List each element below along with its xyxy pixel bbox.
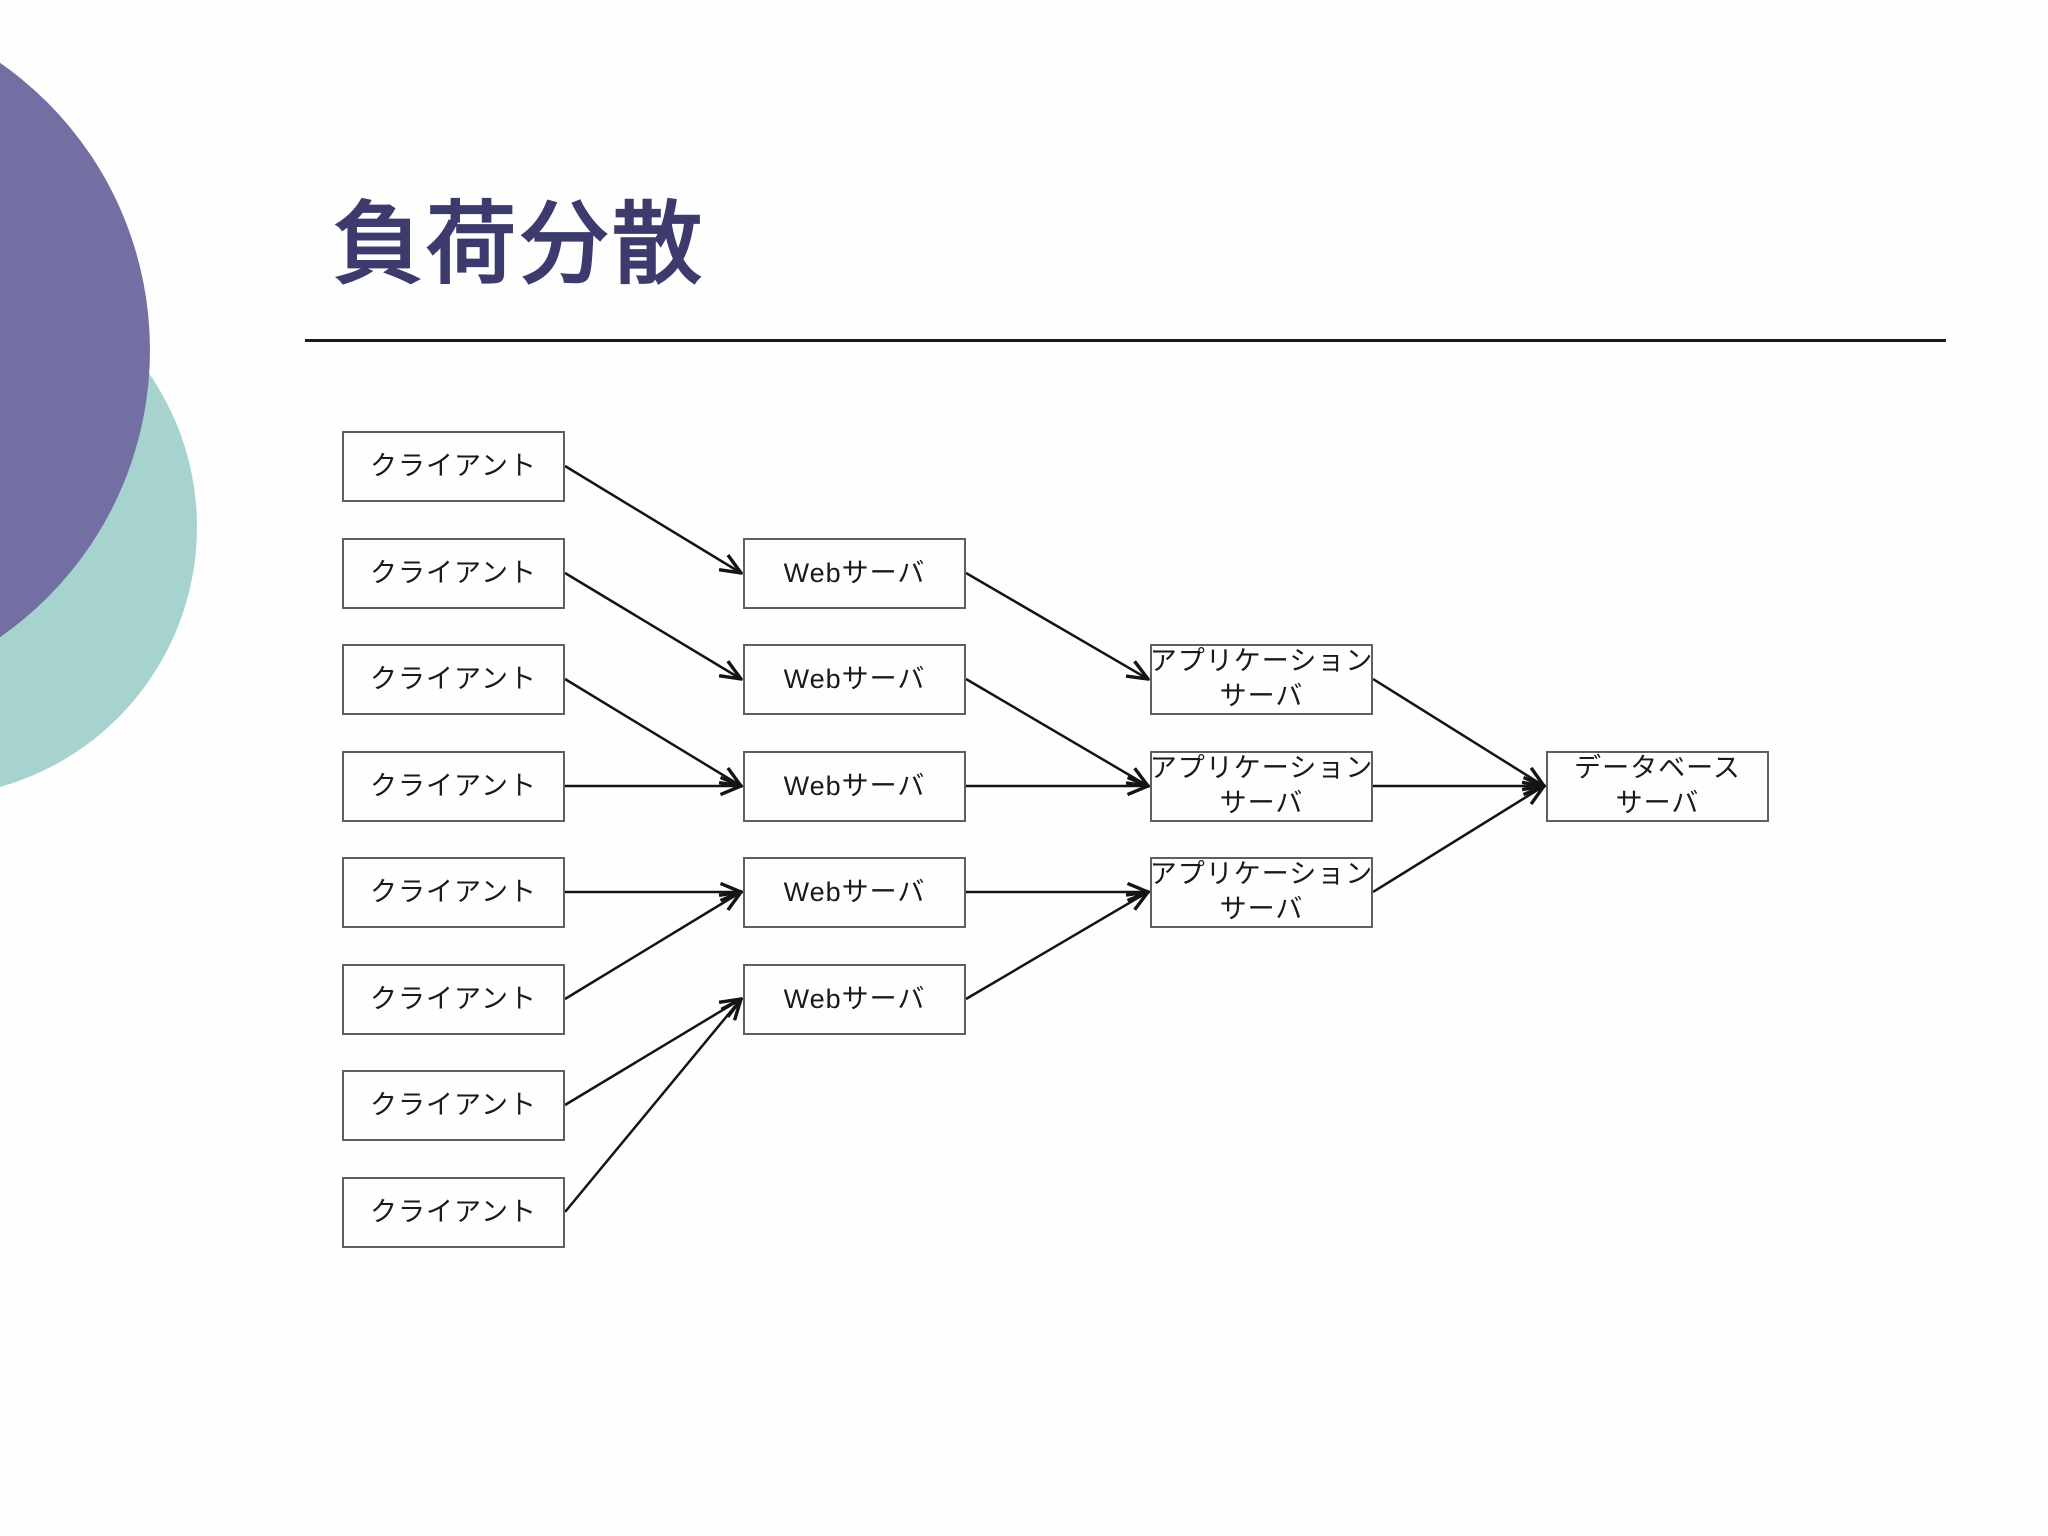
diagram-node-web-1: Webサーバ [743, 537, 966, 609]
edge-app-3-to-db-1 [1372, 786, 1544, 894]
node-label: クライアント [370, 450, 537, 481]
page-title: 負荷分散 [333, 195, 705, 295]
node-label: アプリケーション [1149, 859, 1374, 890]
node-label: Webサーバ [783, 557, 926, 588]
diagram-node-client-4: クライアント [342, 750, 565, 822]
node-label: Webサーバ [783, 983, 926, 1014]
node-label: クライアント [370, 770, 537, 801]
node-label: Webサーバ [783, 663, 926, 694]
node-label: サーバ [1219, 894, 1304, 924]
edge-client-3-to-web-3 [564, 677, 741, 786]
edge-client-1-to-web-1 [564, 464, 741, 573]
node-label: クライアント [370, 663, 537, 694]
edge-web-1-to-app-1 [965, 571, 1148, 679]
edge-client-7-to-web-5 [564, 999, 741, 1107]
diagram-node-db-1: データベースサーバ [1546, 750, 1769, 822]
diagram-node-app-3: アプリケーションサーバ [1149, 856, 1374, 928]
edge-client-2-to-web-2 [564, 571, 741, 679]
diagram-node-web-3: Webサーバ [743, 750, 966, 822]
diagram-node-client-2: クライアント [342, 537, 565, 609]
edge-client-8-to-web-5 [564, 999, 741, 1213]
title-underline [305, 339, 1946, 342]
diagram-node-web-5: Webサーバ [743, 963, 966, 1035]
node-label: クライアント [370, 983, 537, 1014]
diagram-node-client-6: クライアント [342, 963, 565, 1035]
node-label: Webサーバ [783, 876, 926, 907]
node-label: サーバ [1615, 788, 1700, 818]
diagram-node-client-5: クライアント [342, 856, 565, 928]
node-label: クライアント [370, 876, 537, 907]
diagram-node-client-1: クライアント [342, 430, 565, 502]
node-label: サーバ [1219, 788, 1304, 818]
node-label: クライアント [370, 557, 537, 588]
node-label: データベース [1574, 753, 1741, 784]
node-label: サーバ [1219, 681, 1304, 711]
edge-web-2-to-app-2 [965, 677, 1148, 786]
node-label: アプリケーション [1149, 646, 1374, 677]
diagram-node-web-2: Webサーバ [743, 643, 966, 715]
diagram-node-app-1: アプリケーションサーバ [1149, 643, 1374, 715]
diagram-node-client-3: クライアント [342, 643, 565, 715]
diagram-node-app-2: アプリケーションサーバ [1149, 750, 1374, 822]
node-label: クライアント [370, 1196, 537, 1227]
edge-web-5-to-app-3 [965, 892, 1148, 1001]
edge-client-6-to-web-4 [564, 892, 741, 1001]
diagram-node-web-4: Webサーバ [743, 856, 966, 928]
node-label: アプリケーション [1149, 753, 1374, 784]
diagram-node-client-8: クライアント [342, 1176, 565, 1248]
node-label: クライアント [370, 1089, 537, 1120]
node-label: Webサーバ [783, 770, 926, 801]
edge-app-1-to-db-1 [1372, 677, 1544, 786]
diagram-node-client-7: クライアント [342, 1069, 565, 1141]
